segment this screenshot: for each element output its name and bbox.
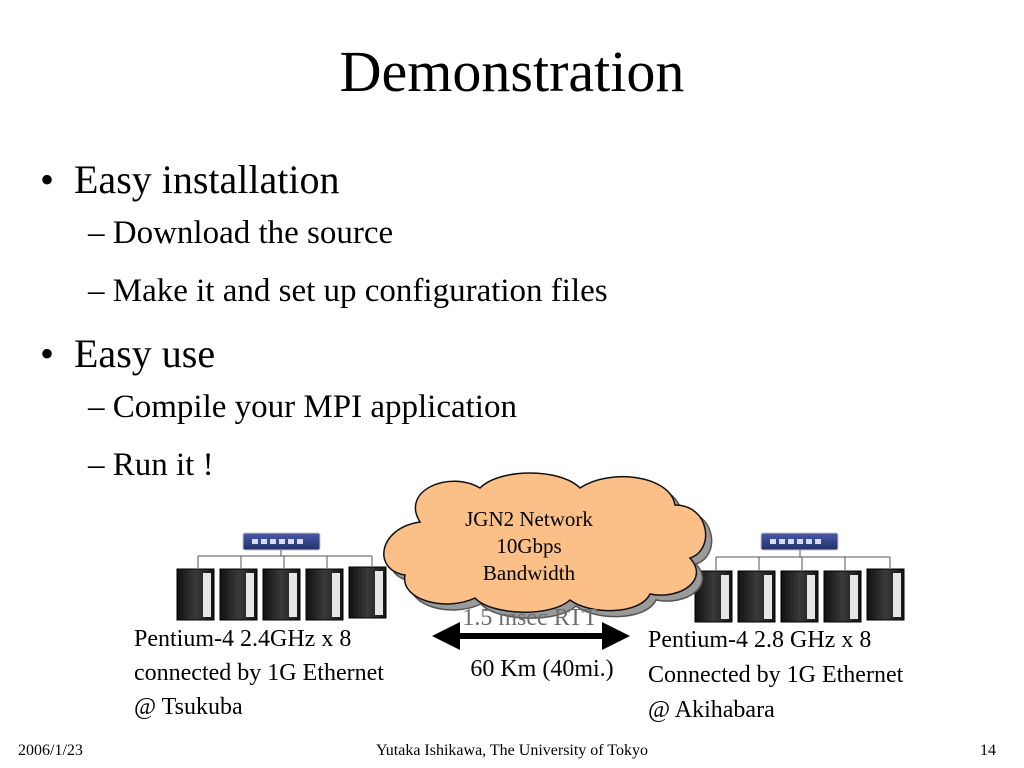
left-site-line: connected by 1G Ethernet: [134, 660, 384, 686]
left-switch-icon: [242, 532, 321, 551]
footer-page-number: 14: [980, 742, 996, 759]
distance-label: 60 Km (40mi.): [470, 656, 614, 682]
right-site-label: Pentium-4 2.8 GHz x 8 Connected by 1G Et…: [648, 623, 903, 728]
bullet-text: Easy installation: [74, 157, 340, 202]
sub-bullet-item: – Run it !: [40, 442, 980, 488]
right-site-line: @ Akihabara: [648, 697, 775, 723]
bullet-group-use: • Easy use – Compile your MPI application…: [40, 326, 980, 488]
left-site-label: Pentium-4 2.4GHz x 8 connected by 1G Eth…: [134, 622, 384, 724]
footer-author: Yutaka Ishikawa, The University of Tokyo: [375, 742, 648, 759]
cloud-line: 10Gbps: [496, 534, 562, 558]
bullet-dot-icon: •: [40, 331, 55, 376]
slide-title: Demonstration: [339, 39, 685, 104]
left-site-line: Pentium-4 2.4GHz x 8: [134, 626, 352, 652]
right-site-line: Pentium-4 2.8 GHz x 8: [648, 627, 872, 653]
left-server-tower-icons: [176, 566, 387, 621]
dash-icon: –: [88, 273, 105, 309]
left-site-line: @ Tsukuba: [134, 694, 243, 720]
sub-bullet-text: Compile your MPI application: [112, 389, 517, 425]
sub-bullet-item: – Compile your MPI application: [40, 384, 980, 430]
right-cabling: [715, 550, 891, 570]
sub-bullet-item: – Download the source: [40, 210, 980, 256]
bullet-group-installation: • Easy installation – Download the source…: [40, 152, 980, 314]
right-cluster: [694, 532, 905, 623]
bullet-list: • Easy installation – Download the source…: [40, 152, 980, 500]
cloud-line: JGN2 Network: [465, 507, 593, 531]
left-cabling: [197, 550, 373, 568]
dash-icon: –: [88, 447, 105, 483]
sub-bullet-text: Make it and set up configuration files: [112, 273, 608, 309]
sub-bullet-text: Run it !: [112, 447, 214, 483]
sub-bullet-text: Download the source: [112, 215, 394, 251]
right-site-line: Connected by 1G Ethernet: [648, 662, 904, 688]
bullet-dot-icon: •: [40, 157, 55, 202]
link-arrow-icon: [432, 622, 630, 650]
bullet-item: • Easy installation: [40, 152, 980, 208]
sub-bullet-item: – Make it and set up configuration files: [40, 268, 980, 314]
rtt-label: 1.5 msec RTT: [462, 605, 598, 631]
cloud-line: Bandwidth: [482, 561, 576, 585]
footer-date: 2006/1/23: [18, 742, 83, 759]
dash-icon: –: [88, 215, 105, 251]
cloud-label: JGN2 Network 10Gbps Bandwidth: [448, 506, 610, 587]
bullet-text: Easy use: [74, 331, 216, 376]
dash-icon: –: [88, 389, 105, 425]
right-server-tower-icons: [694, 568, 905, 623]
right-switch-icon: [760, 532, 839, 551]
left-cluster: [176, 532, 387, 621]
bullet-item: • Easy use: [40, 326, 980, 382]
